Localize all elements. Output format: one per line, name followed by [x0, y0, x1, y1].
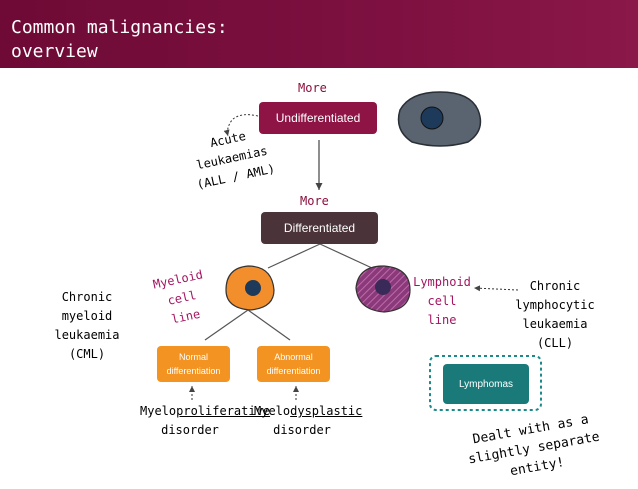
abnormal-differentiation-box: Abnormal differentiation: [257, 346, 330, 382]
mpd-suffix: disorder: [161, 423, 219, 437]
diagram-canvas: [189, 91, 542, 411]
more-label-top: More: [298, 81, 327, 95]
slide-title: Common malignancies: overview: [11, 17, 228, 62]
mds-prefix: Myelo: [254, 404, 291, 418]
lymphoid-line-label: Lymphoid cell line: [413, 275, 471, 327]
branch-normal: [204, 309, 249, 341]
cml-label: Chronic myeloid leukaemia (CML): [54, 290, 120, 361]
myeloproliferative-label: Myeloproliferative disorder: [140, 402, 270, 440]
mds-suffix: disorder: [273, 423, 331, 437]
branch-line-left: [267, 243, 321, 269]
branch-abnormal: [247, 309, 291, 341]
cll-dotted-arrow: [473, 285, 519, 292]
mpd-underlined: proliferative: [176, 404, 271, 418]
cll-label: Chronic lymphocytic leukaemia (CLL): [515, 279, 595, 350]
myeloid-cell-icon: [225, 265, 275, 311]
stem-cell-icon: [397, 91, 482, 147]
mpd-prefix: Myelo: [140, 404, 177, 418]
lymphomas-box: Lymphomas: [443, 364, 529, 404]
undifferentiated-box: Undifferentiated: [259, 102, 377, 134]
normal-differentiation-box: Normal differentiation: [157, 346, 230, 382]
myelodysplastic-label: Myelodysplastic disorder: [254, 402, 362, 440]
lymphoid-cell-icon: [355, 265, 411, 313]
differentiated-box: Differentiated: [261, 212, 378, 244]
more-label-mid: More: [300, 194, 329, 208]
mds-underlined: dysplastic: [290, 404, 363, 418]
branch-line-right: [319, 243, 373, 269]
slide-header: Common malignancies: overview: [0, 0, 638, 68]
acute-dotted-arrow: [223, 114, 259, 137]
lymphoma-dashed-frame: [429, 355, 542, 411]
